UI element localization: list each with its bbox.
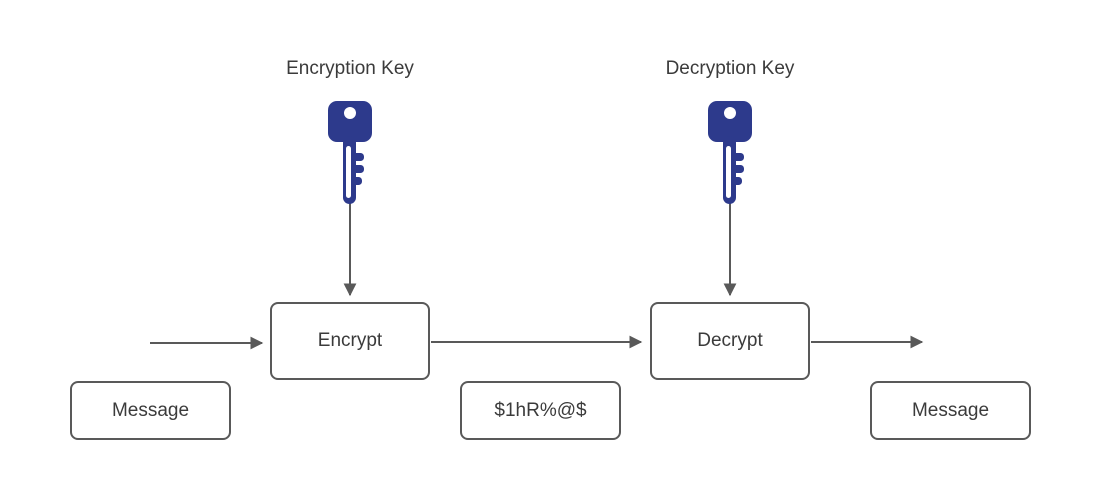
ciphertext-label: $1hR%@$ — [494, 399, 587, 421]
ciphertext-box: $1hR%@$ — [460, 381, 621, 440]
encrypt-box: Encrypt — [270, 302, 430, 380]
message-input-box: Message — [70, 381, 231, 440]
encrypt-label: Encrypt — [317, 330, 383, 351]
decryption-key-label: Decryption Key — [665, 58, 795, 79]
message-output-label: Message — [911, 399, 990, 421]
message-output-box: Message — [870, 381, 1031, 440]
decryption-key-icon — [708, 101, 752, 204]
message-input-label: Message — [111, 399, 190, 421]
decrypt-label: Decrypt — [697, 330, 763, 351]
decrypt-box: Decrypt — [650, 302, 810, 380]
encryption-key-icon — [328, 101, 372, 204]
encryption-key-label: Encryption Key — [286, 58, 414, 79]
